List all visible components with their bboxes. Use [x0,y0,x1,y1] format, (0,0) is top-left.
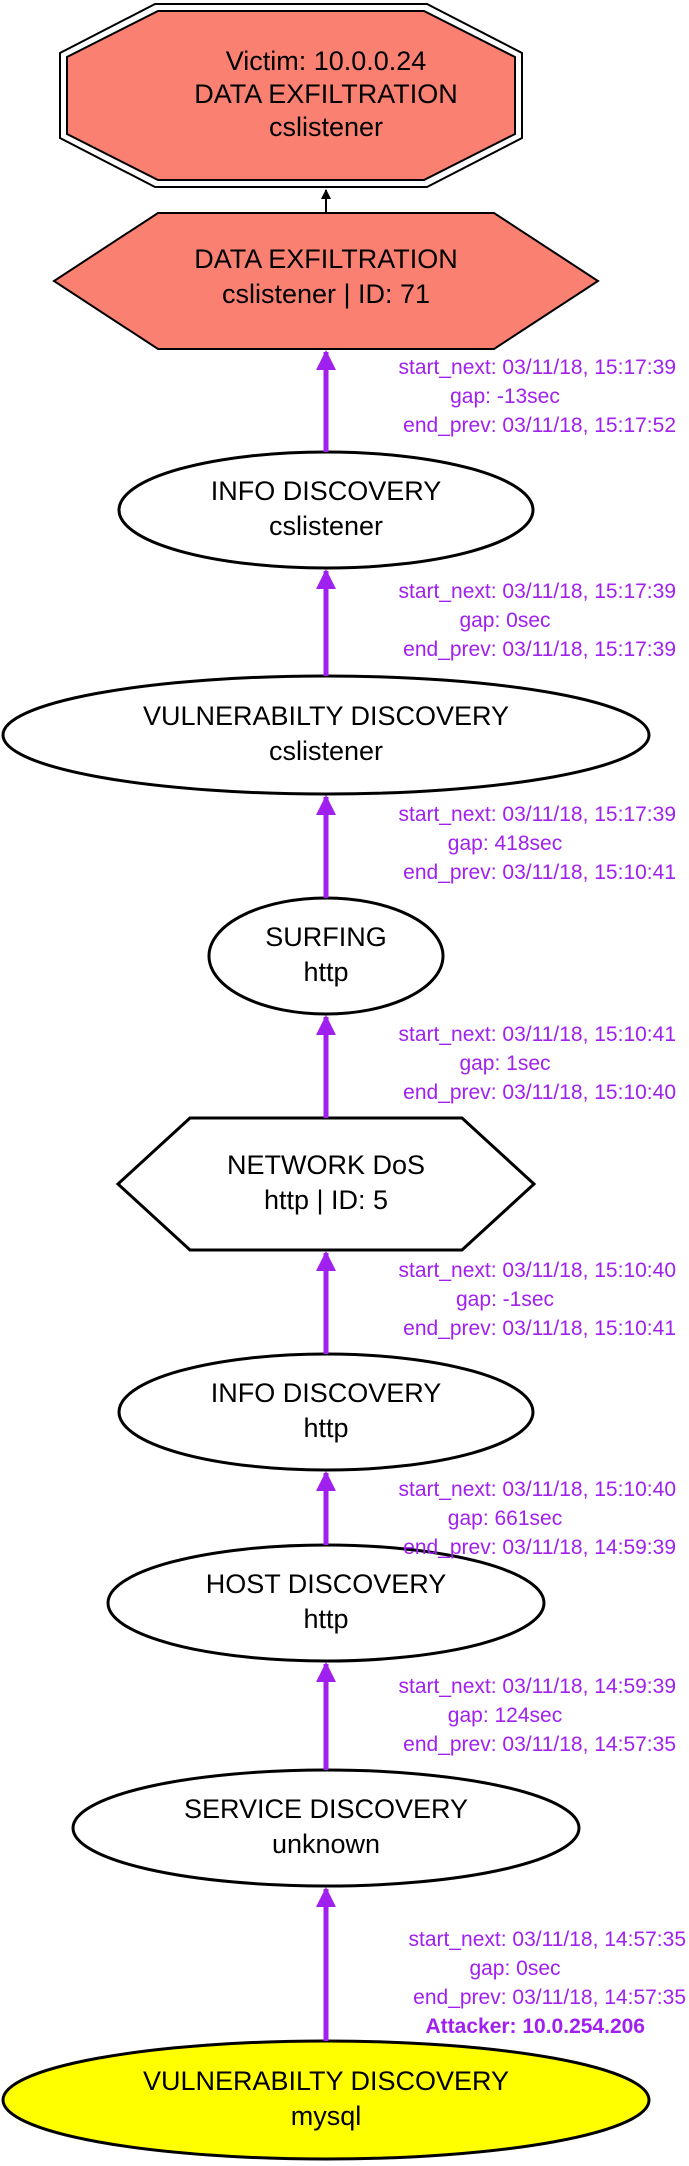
edge-4-start-next: start_next: 03/11/18, 15:10:40 [399,1259,676,1282]
edge-3-gap: gap: 1sec [459,1052,550,1075]
node-vulnerability-discovery-mysql-line1: VULNERABILTY DISCOVERY [143,2066,509,2096]
node-network-dos-shape [115,1116,537,1252]
edge-3-start-next: start_next: 03/11/18, 15:10:41 [399,1023,676,1046]
node-host-discovery-http-shape [106,1543,546,1663]
node-surfing-http-line1: SURFING [265,922,387,952]
edge-1: start_next: 03/11/18, 15:17:39 gap: 0sec… [316,569,676,676]
edge-7-end-prev: end_prev: 03/11/18, 14:57:35 [413,1986,686,2009]
node-vulnerability-discovery-mysql: VULNERABILTY DISCOVERY mysql [1,2039,651,2161]
node-network-dos-line2: http | ID: 5 [264,1185,388,1215]
edge-2: start_next: 03/11/18, 15:17:39 gap: 418s… [316,795,676,898]
victim-node: Victim: 10.0.0.24 DATA EXFILTRATION csli… [59,3,523,188]
edge-6-start-next: start_next: 03/11/18, 14:59:39 [399,1675,676,1698]
edge-5-start-next: start_next: 03/11/18, 15:10:40 [399,1478,676,1501]
node-surfing-http-shape [207,896,445,1016]
node-info-discovery-http-line1: INFO DISCOVERY [211,1378,442,1408]
edge-0-end-prev: end_prev: 03/11/18, 15:17:52 [403,414,676,437]
victim-node-outer-border [59,3,523,188]
node-info-discovery-cslistener-line2: cslistener [269,511,383,541]
edge-5-end-prev: end_prev: 03/11/18, 14:59:39 [403,1536,676,1559]
node-vulnerability-discovery-cslistener-shape [1,674,651,796]
victim-node-line2: DATA EXFILTRATION [194,79,458,109]
node-data-exfiltration: DATA EXFILTRATION cslistener | ID: 71 [52,212,600,350]
node-host-discovery-http-line1: HOST DISCOVERY [206,1569,447,1599]
node-service-discovery-unknown: SERVICE DISCOVERY unknown [71,1768,581,1888]
node-vulnerability-discovery-cslistener-line2: cslistener [269,736,383,766]
edge-0-gap: gap: -13sec [450,385,560,408]
edge-3: start_next: 03/11/18, 15:10:41 gap: 1sec… [316,1015,676,1118]
edge-5-gap: gap: 661sec [448,1507,562,1530]
edge-5: start_next: 03/11/18, 15:10:40 gap: 661s… [316,1471,676,1559]
edge-4-end-prev: end_prev: 03/11/18, 15:10:41 [403,1317,676,1340]
edge-6-gap: gap: 124sec [448,1704,562,1727]
victim-node-line3: cslistener [269,112,383,142]
edge-7-start-next: start_next: 03/11/18, 14:57:35 [409,1928,686,1951]
edge-7-gap: gap: 0sec [469,1957,560,1980]
edge-4: start_next: 03/11/18, 15:10:40 gap: -1se… [316,1251,676,1354]
node-info-discovery-http-line2: http [303,1413,348,1443]
edge-0-start-next: start_next: 03/11/18, 15:17:39 [399,356,676,379]
edge-1-start-next: start_next: 03/11/18, 15:17:39 [399,580,676,603]
victim-node-line1: Victim: 10.0.0.24 [226,46,427,76]
node-data-exfiltration-line2: cslistener | ID: 71 [222,279,430,309]
node-host-discovery-http: HOST DISCOVERY http [106,1543,546,1663]
edge-6-end-prev: end_prev: 03/11/18, 14:57:35 [403,1733,676,1756]
node-info-discovery-http: INFO DISCOVERY http [117,1352,535,1472]
node-data-exfiltration-line1: DATA EXFILTRATION [194,244,458,274]
edge-0: start_next: 03/11/18, 15:17:39 gap: -13s… [316,350,676,452]
node-host-discovery-http-line2: http [303,1604,348,1634]
node-info-discovery-cslistener-shape [117,450,535,570]
edge-3-end-prev: end_prev: 03/11/18, 15:10:40 [403,1081,676,1104]
node-surfing-http: SURFING http [207,896,445,1016]
attacker-label: Attacker: 10.0.254.206 [426,2015,646,2038]
victim-node-shape [66,10,516,181]
node-vulnerability-discovery-mysql-line2: mysql [291,2101,362,2131]
edge-1-end-prev: end_prev: 03/11/18, 15:17:39 [403,638,676,661]
node-vulnerability-discovery-cslistener-line1: VULNERABILTY DISCOVERY [143,701,509,731]
edge-6: start_next: 03/11/18, 14:59:39 gap: 124s… [316,1662,676,1770]
node-vulnerability-discovery-mysql-shape [1,2039,651,2161]
node-surfing-http-line2: http [303,957,348,987]
node-service-discovery-unknown-line2: unknown [272,1829,380,1859]
edge-7: start_next: 03/11/18, 14:57:35 gap: 0sec… [316,1887,686,2041]
node-info-discovery-http-shape [117,1352,535,1472]
node-service-discovery-unknown-line1: SERVICE DISCOVERY [184,1794,468,1824]
node-info-discovery-cslistener-line1: INFO DISCOVERY [211,476,442,506]
edge-2-start-next: start_next: 03/11/18, 15:17:39 [399,803,676,826]
edge-4-gap: gap: -1sec [456,1288,554,1311]
node-network-dos: NETWORK DoS http | ID: 5 [115,1116,537,1252]
edge-2-end-prev: end_prev: 03/11/18, 15:10:41 [403,861,676,884]
edge-2-gap: gap: 418sec [448,832,562,855]
node-service-discovery-unknown-shape [71,1768,581,1888]
node-network-dos-line1: NETWORK DoS [227,1150,425,1180]
edge-1-gap: gap: 0sec [459,609,550,632]
node-data-exfiltration-shape [52,212,600,350]
node-vulnerability-discovery-cslistener: VULNERABILTY DISCOVERY cslistener [1,674,651,796]
node-info-discovery-cslistener: INFO DISCOVERY cslistener [117,450,535,570]
